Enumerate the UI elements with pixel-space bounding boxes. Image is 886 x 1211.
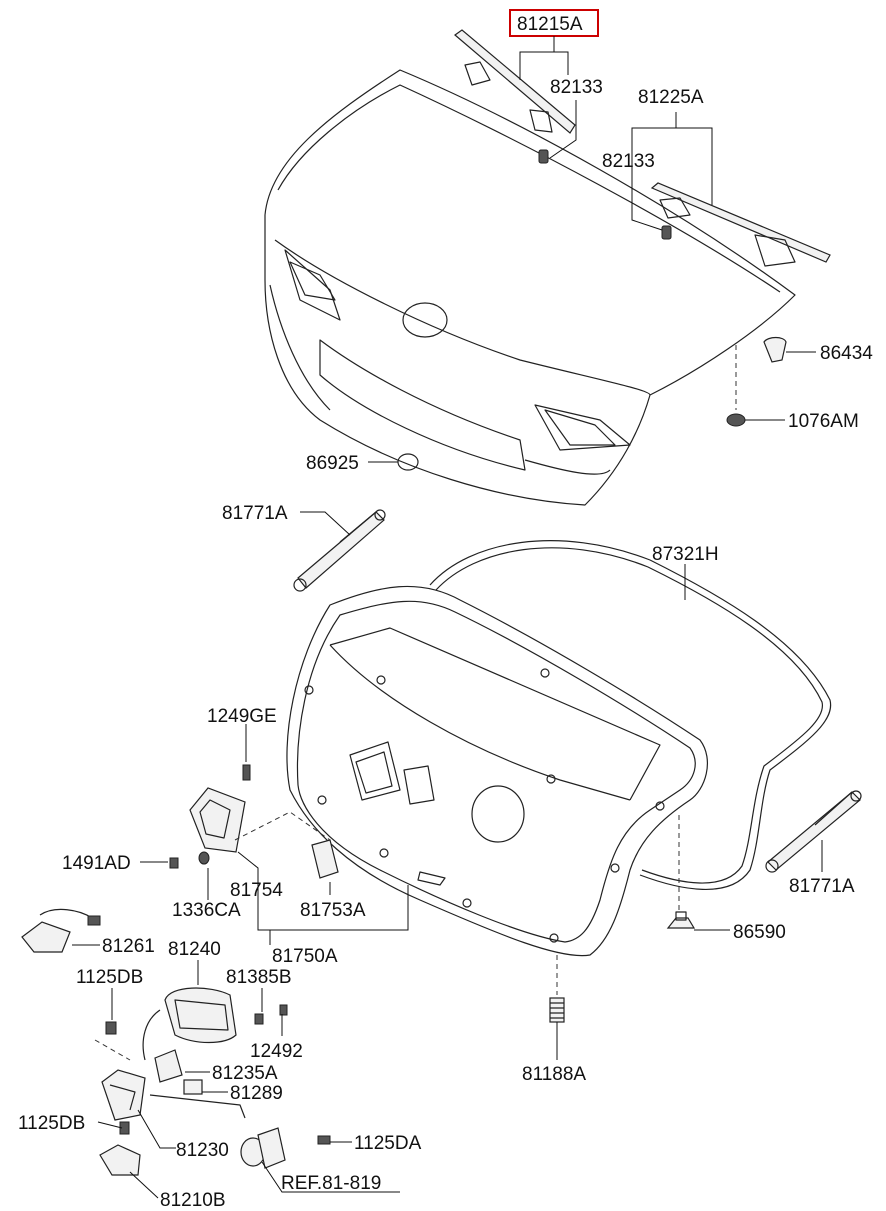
label-81289[interactable]: 81289 xyxy=(230,1083,283,1104)
label-81210B[interactable]: 81210B xyxy=(160,1190,226,1211)
label-1125DA[interactable]: 1125DA xyxy=(354,1133,422,1154)
label-1336CA[interactable]: 1336CA xyxy=(172,900,241,921)
label-81750A[interactable]: 81750A xyxy=(272,946,338,967)
gas-lifter-left xyxy=(293,509,386,592)
label-86925[interactable]: 86925 xyxy=(306,453,359,474)
label-81754[interactable]: 81754 xyxy=(230,880,283,901)
label-87321H[interactable]: 87321H xyxy=(652,544,719,565)
label-81261[interactable]: 81261 xyxy=(102,936,155,957)
label-1249GE[interactable]: 1249GE xyxy=(207,706,277,727)
label-81215A[interactable]: 81215A xyxy=(517,14,583,35)
label-81753A[interactable]: 81753A xyxy=(300,900,366,921)
label-1125DB-bottom[interactable]: 1125DB xyxy=(18,1113,85,1134)
label-81771A-left[interactable]: 81771A xyxy=(222,503,288,524)
label-81188A[interactable]: 81188A xyxy=(522,1064,586,1085)
label-1076AM[interactable]: 1076AM xyxy=(788,411,859,432)
label-81771A-right[interactable]: 81771A xyxy=(789,876,855,897)
label-81235A[interactable]: 81235A xyxy=(212,1063,278,1084)
grommet-1076AM xyxy=(726,413,746,427)
lamp-81261 xyxy=(21,908,101,953)
label-1125DB-top[interactable]: 1125DB xyxy=(76,967,143,988)
trunk-inner-panel xyxy=(286,585,709,957)
part-labels: 81215A 82133 81225A 82133 86434 1076AM 8… xyxy=(18,14,873,1211)
label-1491AD[interactable]: 1491AD xyxy=(62,853,131,874)
cover-81753A xyxy=(311,839,339,879)
label-86590[interactable]: 86590 xyxy=(733,922,786,943)
actuator-81240 xyxy=(142,987,288,1061)
lock-cylinder xyxy=(240,1127,331,1169)
label-81225A[interactable]: 81225A xyxy=(638,87,704,108)
label-12492[interactable]: 12492 xyxy=(250,1041,303,1062)
gas-lifter-right xyxy=(765,790,862,873)
label-81385B[interactable]: 81385B xyxy=(226,967,292,988)
label-82133-mid[interactable]: 82133 xyxy=(602,151,655,172)
moulding-81225A xyxy=(650,182,831,267)
leader-lines xyxy=(72,9,823,1199)
label-82133-top[interactable]: 82133 xyxy=(550,77,603,98)
striker-81210B xyxy=(99,1144,141,1176)
bumper-86590 xyxy=(666,911,696,929)
weatherstrip-87321H xyxy=(429,540,832,890)
bracket-81754 xyxy=(169,764,251,869)
label-81230[interactable]: 81230 xyxy=(176,1140,229,1161)
label-ref-81-819[interactable]: REF.81-819 xyxy=(281,1173,381,1194)
clip-86434 xyxy=(763,336,787,363)
label-81240[interactable]: 81240 xyxy=(168,939,221,960)
trunk-lid-panel xyxy=(264,69,796,506)
latch-81230 xyxy=(94,1021,246,1135)
moulding-81215A xyxy=(454,29,576,164)
spring-81188A xyxy=(549,997,565,1023)
label-86434[interactable]: 86434 xyxy=(820,343,873,364)
